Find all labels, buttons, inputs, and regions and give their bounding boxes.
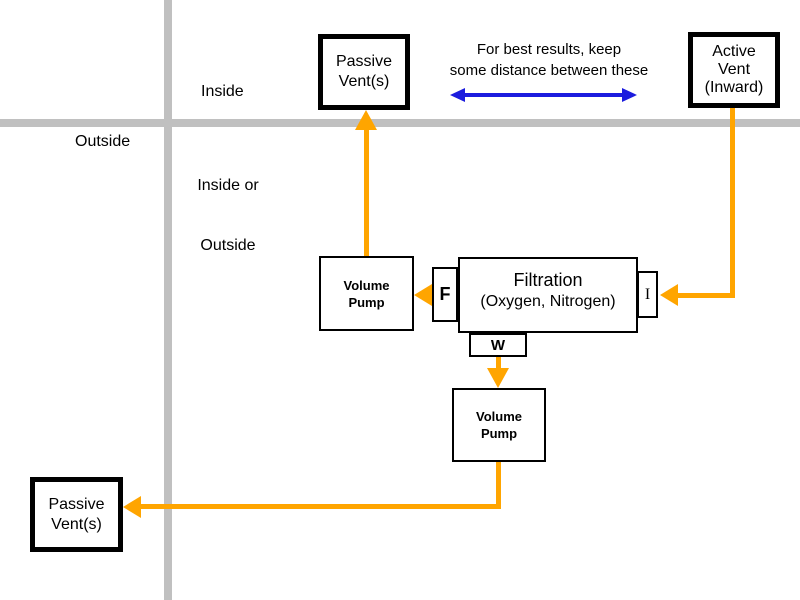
inside-or-outside-line1: Inside or: [197, 177, 259, 194]
active-vent-line2: Vent: [717, 61, 751, 78]
filtration-title: Filtration: [513, 269, 583, 290]
outside-label: Outside: [75, 133, 131, 150]
passive-vent-bottom-box: Passive Vent(s): [30, 477, 123, 552]
flow-w-to-pump2-shaft: [496, 356, 501, 370]
flow-pump1-to-vent-shaft: [364, 128, 369, 256]
wall-vertical-line: [164, 0, 172, 600]
flow-f-to-pump1-arrowhead-icon: [414, 284, 432, 306]
flow-pump2-to-vent-arrowhead-icon: [123, 496, 141, 518]
flow-w-to-pump2-arrowhead-icon: [487, 368, 509, 388]
flow-pump2-down-shaft: [496, 462, 501, 509]
passive-vent-top-line2: Vent(s): [338, 73, 390, 90]
filtration-port-i: I: [637, 271, 658, 318]
filtration-port-f: F: [432, 267, 458, 322]
active-vent-box: Active Vent (Inward): [688, 32, 780, 108]
filtration-subtitle: (Oxygen, Nitrogen): [480, 292, 616, 310]
volume-pump-2-line1: Volume: [476, 409, 522, 424]
volume-pump-2-box: Volume Pump: [452, 388, 546, 462]
flow-pump1-to-vent-arrowhead-icon: [355, 110, 377, 130]
passive-vent-bottom-line2: Vent(s): [51, 515, 102, 533]
flow-activevent-to-i-shaft: [678, 293, 732, 298]
wall-horizontal-line: [0, 119, 800, 127]
flow-activevent-down-shaft: [730, 108, 735, 298]
inside-or-outside-line2: Outside: [200, 237, 256, 254]
distance-note-line1: For best results, keep: [476, 41, 622, 58]
inside-or-outside-label: Inside or Outside: [178, 136, 278, 296]
volume-pump-2-line2: Pump: [480, 426, 518, 441]
volume-pump-1-box: Volume Pump: [319, 256, 414, 331]
distance-arrow-shaft: [463, 93, 624, 97]
active-vent-line3: (Inward): [704, 79, 764, 96]
distance-arrow-right-head-icon: [622, 88, 637, 102]
passive-vent-bottom-line1: Passive: [48, 495, 105, 513]
passive-vent-top-box: Passive Vent(s): [318, 34, 410, 110]
passive-vent-top-line1: Passive: [335, 53, 393, 70]
distance-arrow-left-head-icon: [450, 88, 465, 102]
active-vent-line1: Active: [712, 43, 756, 60]
flow-pump2-to-vent-shaft: [141, 504, 501, 509]
filtration-box: Filtration (Oxygen, Nitrogen): [458, 257, 638, 333]
volume-pump-1-line2: Pump: [348, 294, 385, 310]
distance-note-line2: some distance between these: [449, 62, 649, 79]
distance-note: For best results, keep some distance bet…: [434, 39, 664, 81]
volume-pump-1-line1: Volume: [343, 277, 390, 293]
inside-label: Inside: [201, 83, 244, 100]
flow-activevent-to-i-arrowhead-icon: [660, 284, 678, 306]
filtration-port-w: W: [469, 333, 527, 357]
